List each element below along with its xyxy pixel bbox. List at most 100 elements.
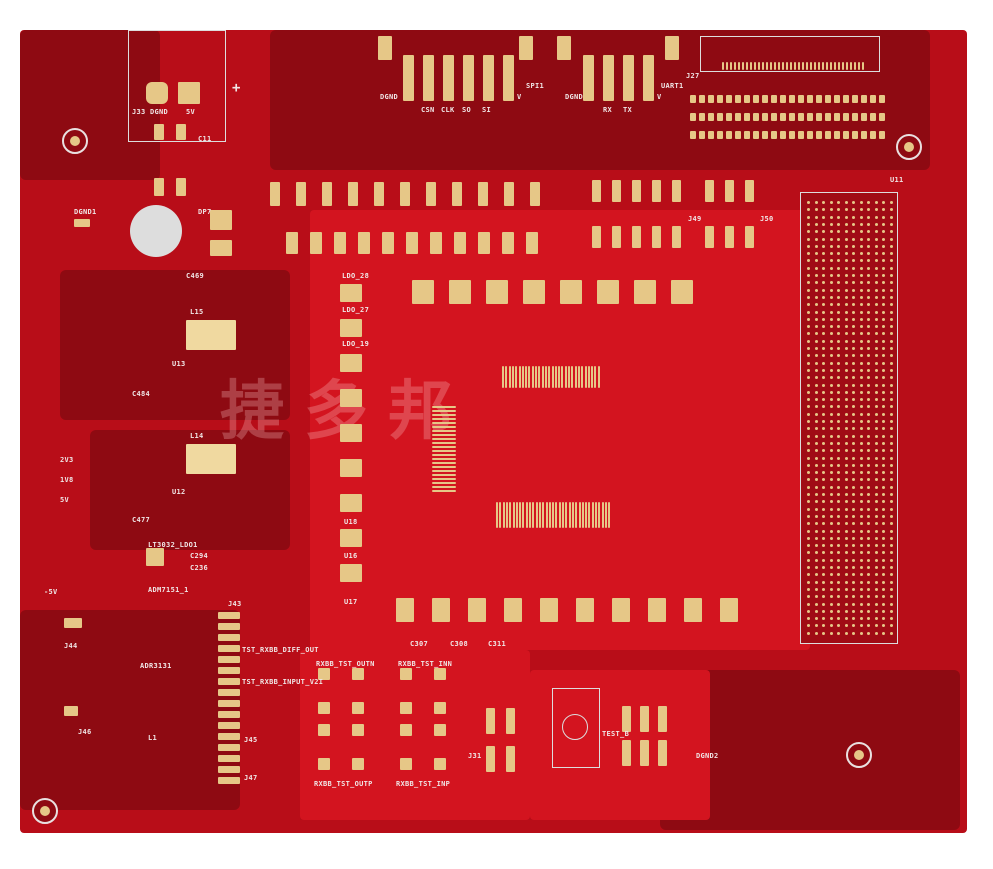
bga-ball	[814, 514, 818, 518]
bga-ball	[889, 551, 893, 555]
bga-ball	[874, 478, 878, 482]
bga-ball	[859, 354, 863, 358]
label: J47	[244, 774, 258, 782]
bga-ball	[867, 609, 870, 613]
bga-ball	[807, 536, 810, 540]
bga-ball	[814, 595, 818, 599]
label: U18	[344, 518, 358, 526]
bga-ball	[844, 441, 848, 445]
bga-ball	[882, 514, 885, 518]
pad	[658, 706, 667, 732]
bga-ball	[814, 310, 818, 314]
bga-ball	[807, 383, 810, 387]
bga-ball	[852, 522, 855, 526]
pad	[591, 366, 594, 388]
pad	[531, 366, 534, 388]
bga-ball	[814, 507, 818, 511]
bga-ball	[859, 420, 863, 423]
bga-ball	[844, 514, 848, 518]
bga-ball	[822, 215, 825, 219]
bga-ball	[807, 544, 810, 548]
pad	[592, 180, 601, 202]
bga-ball	[844, 237, 848, 241]
bga-ball	[829, 427, 833, 431]
pad	[834, 62, 836, 70]
bga-ball	[837, 288, 840, 292]
bga-ball	[807, 259, 810, 263]
bga-ball	[859, 222, 863, 226]
bga-ball	[889, 274, 893, 277]
pad	[210, 210, 232, 230]
pad	[834, 113, 840, 121]
bga-ball	[859, 595, 863, 599]
bga-ball	[844, 274, 848, 277]
bga-ball	[844, 544, 848, 548]
bga-ball	[807, 252, 810, 256]
bga-ball	[837, 244, 840, 248]
pad	[758, 62, 760, 70]
bga-ball	[837, 624, 840, 628]
bga-ball	[814, 551, 818, 555]
bga-ball	[852, 201, 855, 204]
bga-ball	[882, 529, 885, 533]
bga-ball	[844, 383, 848, 387]
bga-ball	[844, 339, 848, 343]
bga-ball	[829, 471, 833, 475]
bga-ball	[882, 266, 885, 270]
bga-ball	[867, 441, 870, 445]
bga-ball	[822, 237, 825, 241]
bga-ball	[829, 631, 833, 635]
pad	[506, 708, 515, 734]
bga-ball	[844, 507, 848, 511]
pad	[612, 226, 621, 248]
bga-ball	[837, 230, 840, 234]
bga-ball	[852, 602, 855, 606]
pad	[846, 62, 848, 70]
bga-ball	[829, 566, 833, 569]
bga-ball	[889, 427, 893, 431]
bga-ball	[889, 529, 893, 533]
bga-ball	[837, 587, 840, 591]
copper-pour-region	[20, 30, 160, 180]
bga-ball	[852, 398, 855, 402]
pad	[434, 702, 446, 714]
bga-ball	[852, 617, 855, 621]
bga-ball	[889, 259, 893, 263]
bga-ball	[844, 361, 848, 365]
bga-ball	[822, 244, 825, 248]
pad	[529, 502, 531, 528]
label: J49	[688, 215, 702, 223]
bga-ball	[837, 434, 840, 438]
pad	[178, 82, 200, 104]
bga-ball	[874, 595, 878, 599]
pad	[652, 180, 661, 202]
bga-ball	[874, 347, 878, 350]
bga-ball	[837, 456, 840, 460]
pad	[512, 502, 515, 528]
bga-ball	[874, 558, 878, 562]
bga-ball	[852, 514, 855, 518]
pad	[426, 182, 436, 206]
bga-ball	[807, 478, 810, 482]
bga-ball	[837, 478, 840, 482]
pad	[334, 232, 346, 254]
label: DGND1	[74, 208, 97, 216]
pad	[154, 124, 164, 140]
bga-ball	[882, 244, 885, 248]
bga-ball	[852, 244, 855, 248]
bga-ball	[852, 310, 855, 314]
bga-ball	[829, 347, 833, 350]
pad	[842, 62, 844, 70]
bga-ball	[867, 288, 870, 292]
bga-ball	[882, 493, 885, 496]
bga-ball	[829, 237, 833, 241]
bga-ball	[874, 449, 878, 453]
pad	[810, 62, 812, 70]
bga-ball	[829, 420, 833, 423]
label: CSN	[421, 106, 435, 114]
pad	[640, 740, 649, 766]
bga-ball	[814, 405, 818, 409]
pad	[798, 62, 800, 70]
bga-ball	[822, 558, 825, 562]
pad	[852, 95, 858, 103]
